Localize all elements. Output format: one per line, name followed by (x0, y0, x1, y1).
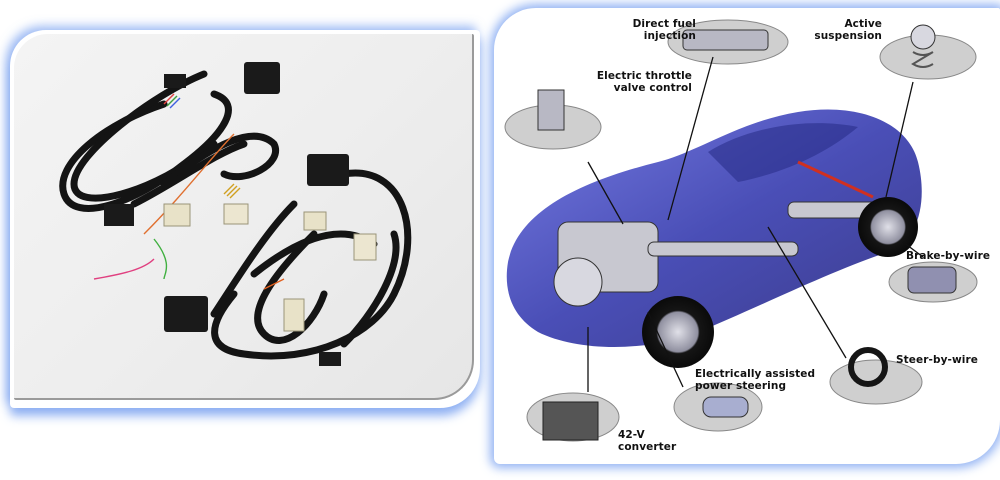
label-steer-by-wire: Steer-by-wire (896, 354, 978, 366)
label-42v-converter: 42-V converter (618, 429, 676, 453)
label-brake-by-wire: Brake-by-wire (906, 250, 990, 262)
label-active-suspension: Active suspension (798, 18, 882, 42)
label-line: Brake-by-wire (906, 250, 991, 262)
label-line: Electric throttle (596, 70, 692, 82)
car-illustration (504, 19, 978, 442)
label-electric-throttle-valve-control: Electric throttle valve control (558, 70, 692, 94)
label-line: valve control (613, 82, 692, 94)
label-line: power steering (695, 380, 787, 392)
label-line: Electrically assisted (695, 368, 816, 380)
label-line: Steer-by-wire (896, 354, 978, 366)
wiring-harness-photo (14, 34, 474, 400)
label-line: suspension (814, 30, 882, 42)
label-electrically-assisted-power-steering: Electrically assisted power steering (695, 368, 815, 392)
label-line: 42-V (618, 429, 645, 441)
wiring-harness-illustration (59, 62, 412, 366)
drive-by-wire-diagram: Direct fuel injection Active suspension … (498, 12, 998, 460)
label-line: converter (618, 441, 677, 453)
label-line: Active (844, 18, 882, 30)
label-line: Direct fuel (632, 18, 696, 30)
label-line: injection (643, 30, 696, 42)
label-direct-fuel-injection: Direct fuel injection (598, 18, 696, 42)
